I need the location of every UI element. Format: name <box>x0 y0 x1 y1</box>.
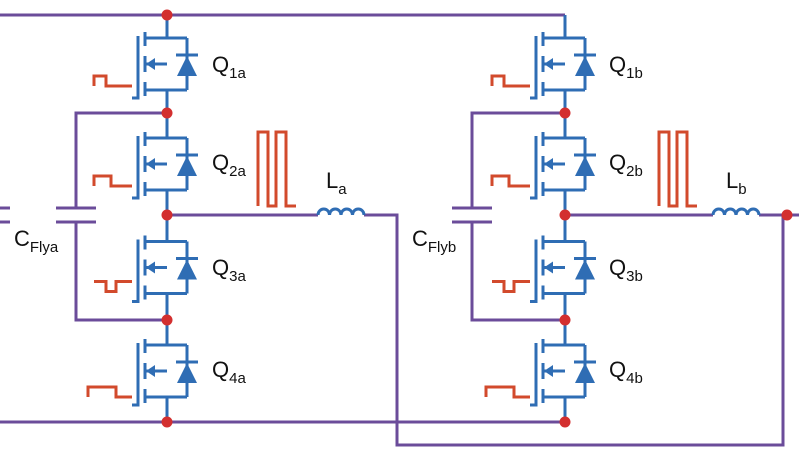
inductor-label-l-b: Lb <box>726 168 747 198</box>
mosfet-switch <box>86 320 198 422</box>
switch-label-q2b: Q2b <box>609 150 643 180</box>
inductor-l-a <box>316 207 366 216</box>
inductor-label-l-a: La <box>326 168 347 198</box>
switch-label-q4b: Q4b <box>609 357 643 387</box>
junction-node <box>161 9 173 21</box>
diode-icon <box>177 259 197 280</box>
flying-cap-loop-a <box>74 111 167 322</box>
gate-plate <box>132 343 140 407</box>
mosfet-switch <box>484 320 596 422</box>
gate-plate <box>132 239 140 303</box>
mosfet-switch <box>92 15 198 113</box>
pwm-waveform <box>256 130 296 208</box>
diode-icon <box>575 156 595 176</box>
gate-plate <box>132 36 140 100</box>
diode-icon <box>177 156 197 176</box>
diode-icon <box>575 363 595 383</box>
labels: Q1a Q2a Q3a Q4a Q1b Q2b Q3b Q4b CFlya CF… <box>14 52 747 387</box>
gate-drive-pulse <box>484 385 530 399</box>
capacitor-label-c-flya: CFlya <box>14 226 59 256</box>
gate-drive-pulse <box>492 280 530 293</box>
gate-drive-pulse <box>92 174 132 188</box>
junction-node <box>559 314 571 326</box>
input-cap-fragment <box>0 206 10 224</box>
inductor-coil <box>316 207 366 216</box>
gate-drive-pulse <box>92 74 132 88</box>
switch-label-q1b: Q1b <box>609 52 643 82</box>
switch-label-q2a: Q2a <box>212 150 246 180</box>
capacitor-label-c-flyb: CFlyb <box>412 226 456 256</box>
junction-node <box>161 314 173 326</box>
mosfet-switch <box>490 15 596 113</box>
inductor-coil <box>711 207 761 216</box>
gate-plate <box>530 239 538 303</box>
nodes <box>161 9 793 428</box>
body-arrow-icon <box>544 58 553 70</box>
gate-plate <box>530 343 538 407</box>
diode-icon <box>575 56 595 76</box>
bus-wiring <box>0 13 799 447</box>
body-arrow-icon <box>544 158 553 170</box>
flying-cap-loop-b <box>470 111 565 322</box>
mosfet-switch <box>492 215 596 320</box>
mosfet-switch <box>490 113 596 215</box>
gate-drive-pulse <box>490 174 530 188</box>
junction-node <box>559 107 571 119</box>
mosfet-switch <box>94 215 198 320</box>
junction-node <box>161 416 173 428</box>
body-arrow-icon <box>146 365 155 377</box>
diode-icon <box>177 363 197 383</box>
body-arrow-icon <box>146 261 155 274</box>
mosfet-switch <box>92 113 198 215</box>
capacitor-c-flya <box>56 206 96 224</box>
gate-plate <box>132 136 140 200</box>
switch-group <box>86 15 596 422</box>
junction-node <box>559 416 571 428</box>
diode-icon <box>575 259 595 280</box>
pwm-waveform <box>657 130 697 208</box>
switch-label-q1a: Q1a <box>212 52 246 82</box>
diode-icon <box>177 56 197 76</box>
capacitor-c-flyb <box>452 206 492 224</box>
junction-node <box>559 209 571 221</box>
switch-label-q3a: Q3a <box>212 255 246 285</box>
gate-plate <box>530 136 538 200</box>
body-arrow-icon <box>146 158 155 170</box>
gate-drive-pulse <box>94 280 132 293</box>
junction-node <box>161 107 173 119</box>
gate-plate <box>530 36 538 100</box>
gate-drive-pulse <box>490 74 530 88</box>
switch-label-q3b: Q3b <box>609 255 643 285</box>
body-arrow-icon <box>544 261 553 274</box>
switch-node-waveform-b <box>657 130 697 208</box>
junction-node <box>161 209 173 221</box>
gate-drive-pulse <box>86 385 132 399</box>
body-arrow-icon <box>544 365 553 377</box>
body-arrow-icon <box>146 58 155 70</box>
output-wire-a-return <box>364 213 785 447</box>
switch-label-q4a: Q4a <box>212 357 246 387</box>
inductor-l-b <box>711 207 761 216</box>
switch-node-waveform-a <box>256 130 296 208</box>
junction-node <box>781 209 793 221</box>
